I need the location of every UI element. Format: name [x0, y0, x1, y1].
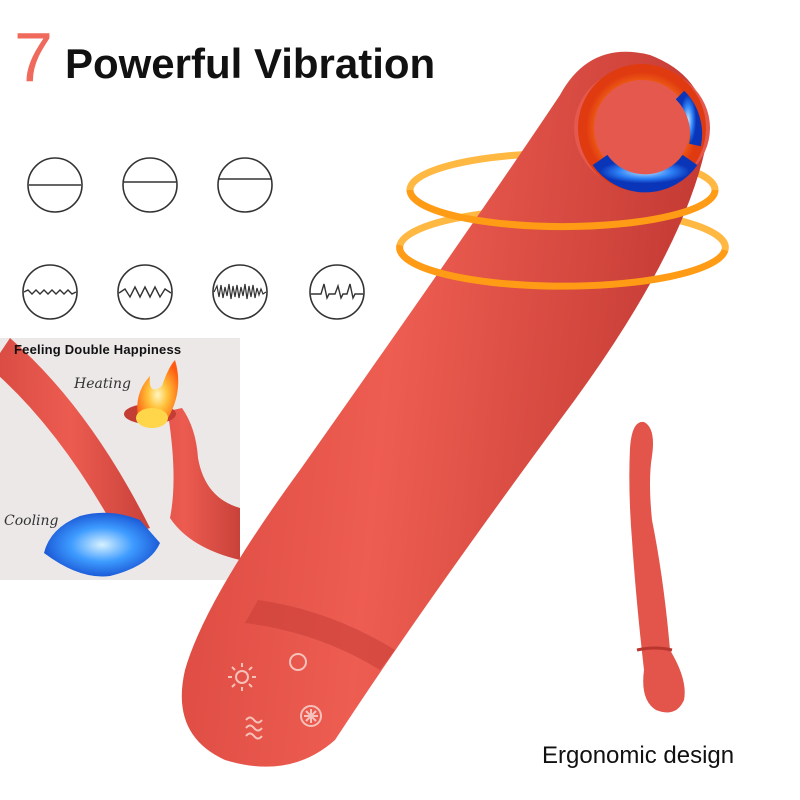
mode-steady-3-icon: [217, 157, 273, 213]
feature-panel: Feeling Double Happiness Heating Cooling: [0, 338, 240, 580]
feature-illustration: [0, 338, 240, 577]
tip-effect-icon: [578, 64, 706, 193]
product-body: [181, 51, 710, 767]
mode-steady-1-icon: [27, 157, 83, 213]
page-title: Powerful Vibration: [64, 40, 436, 87]
ergonomic-caption: Ergonomic design: [542, 742, 735, 769]
mode-steady-2-icon: [122, 157, 178, 213]
vibration-button-icon: [245, 716, 263, 740]
ergonomic-side-view: [629, 421, 685, 713]
mode-burst-icon: [212, 264, 268, 320]
cooling-label: Cooling: [4, 513, 59, 529]
heating-label: Heating: [74, 376, 131, 392]
mode-count: 7: [14, 18, 53, 96]
mode-zigzag-icon: [117, 264, 173, 320]
control-buttons: [228, 653, 322, 740]
mode-pulse-icon: [309, 264, 365, 320]
panel-title: Feeling Double Happiness: [14, 342, 182, 357]
mode-wave-icon: [22, 264, 78, 320]
heat-button-icon: [228, 663, 256, 691]
vibration-rings-front: [396, 189, 729, 290]
power-button-icon: [289, 653, 307, 671]
headline: 7 Powerful Vibration: [14, 22, 435, 92]
cool-button-icon: [300, 705, 322, 727]
